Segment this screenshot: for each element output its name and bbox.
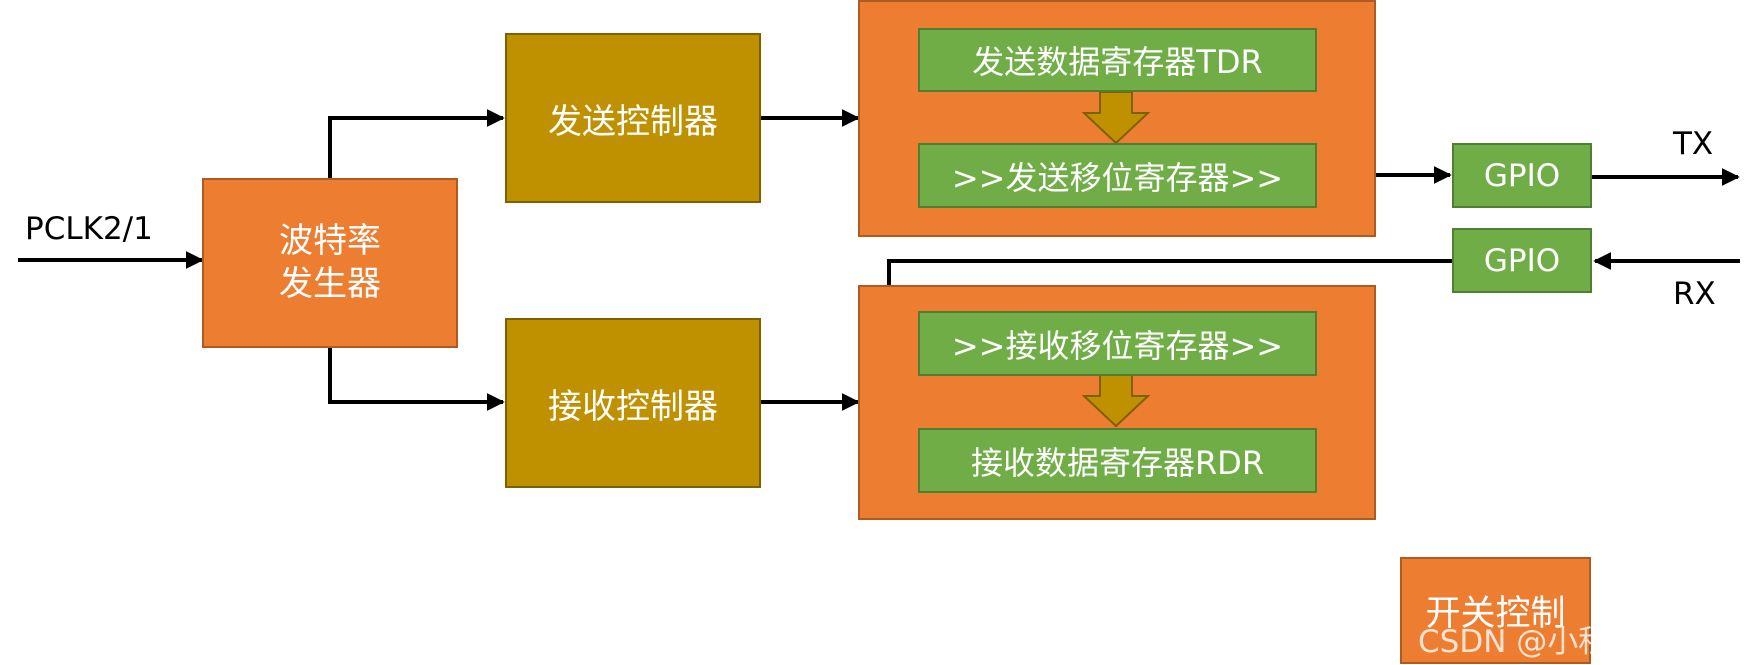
tx-label: TX bbox=[1673, 126, 1714, 162]
gpio-tx: GPIO bbox=[1452, 143, 1592, 208]
rx-shift-to-rdr-arrow bbox=[1082, 374, 1150, 428]
baud-generator-line1: 波特率 bbox=[279, 221, 381, 261]
baud-generator-line2: 发生器 bbox=[279, 264, 381, 304]
switch-control: 开关控制 bbox=[1400, 557, 1591, 664]
rx-shift-register: >>接收移位寄存器>> bbox=[918, 311, 1317, 376]
arrow-baud-to-tx-controller bbox=[328, 109, 505, 178]
watermark: CSDN @小程同学>o< bbox=[1418, 624, 1743, 660]
rdr-register: 接收数据寄存器RDR bbox=[918, 428, 1317, 493]
pclk-label: PCLK2/1 bbox=[25, 211, 153, 247]
baud-rate-generator: 波特率 发生器 bbox=[202, 178, 458, 348]
rx-label: RX bbox=[1673, 276, 1716, 312]
gpio-rx: GPIO bbox=[1452, 228, 1592, 293]
arrow-baud-to-rx-controller bbox=[328, 346, 505, 411]
tx-controller: 发送控制器 bbox=[505, 33, 761, 203]
rx-controller: 接收控制器 bbox=[505, 318, 761, 488]
tx-shift-register: >>发送移位寄存器>> bbox=[918, 143, 1317, 208]
tdr-register: 发送数据寄存器TDR bbox=[918, 28, 1317, 92]
tdr-to-shift-arrow bbox=[1082, 91, 1150, 145]
